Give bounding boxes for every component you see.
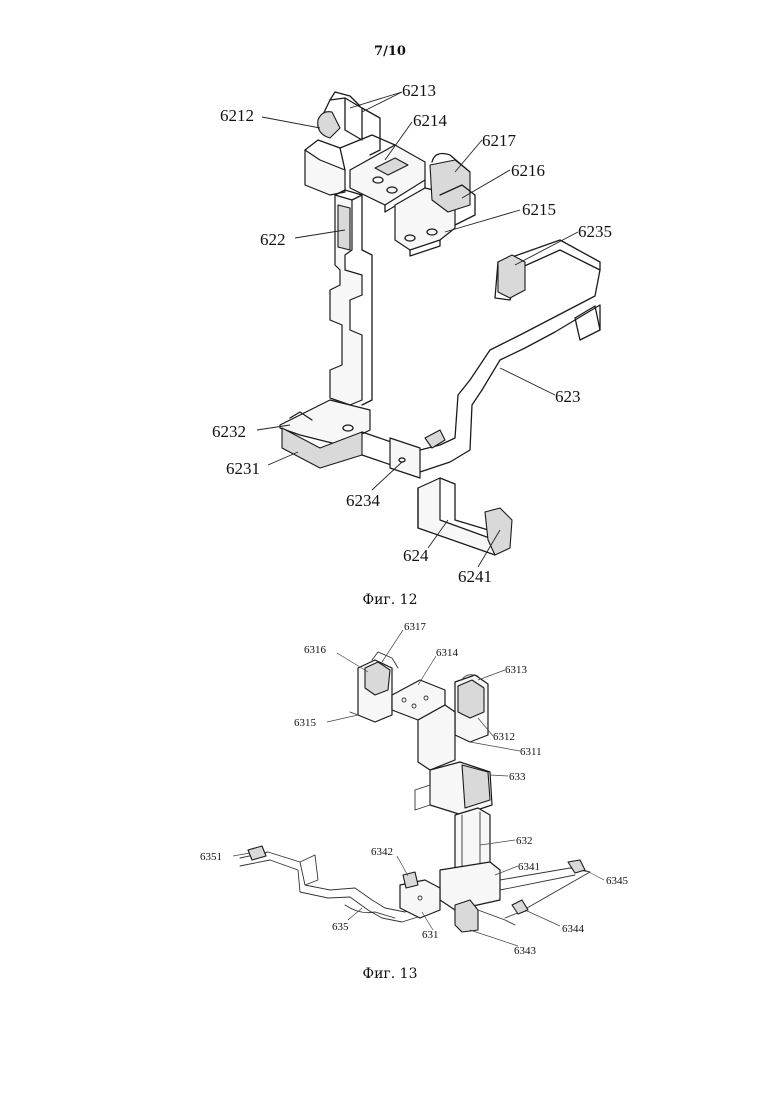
label-6212: 6212 bbox=[220, 106, 254, 125]
fig13-right-rail bbox=[500, 860, 590, 918]
fig13-lower-base bbox=[440, 862, 515, 932]
frame-rail bbox=[362, 240, 600, 472]
label-6235: 6235 bbox=[578, 222, 612, 241]
lower-clip-624 bbox=[418, 478, 512, 555]
label-6351: 6351 bbox=[200, 851, 222, 863]
label-6341: 6341 bbox=[518, 861, 540, 873]
label-6311: 6311 bbox=[520, 746, 542, 758]
label-6342: 6342 bbox=[371, 846, 393, 858]
lower-left-foot bbox=[280, 400, 370, 468]
label-624: 624 bbox=[403, 546, 429, 565]
label-6345: 6345 bbox=[606, 875, 629, 887]
label-6316: 6316 bbox=[304, 644, 327, 656]
label-6213: 6213 bbox=[402, 81, 436, 100]
label-6315: 6315 bbox=[294, 717, 317, 729]
label-6231: 6231 bbox=[226, 459, 260, 478]
vertical-arm bbox=[330, 190, 372, 405]
label-6232: 6232 bbox=[212, 422, 246, 441]
label-6234: 6234 bbox=[346, 491, 381, 510]
label-6317: 6317 bbox=[404, 621, 427, 633]
figure-13-drawing: 6317 6316 6314 6313 6315 6312 6311 633 6… bbox=[0, 610, 780, 965]
bracket-6234 bbox=[390, 430, 445, 478]
fig13-left-rail bbox=[240, 846, 440, 922]
label-633: 633 bbox=[509, 771, 526, 783]
fig13-clip-633 bbox=[415, 762, 492, 815]
label-6241: 6241 bbox=[458, 567, 492, 586]
label-6314: 6314 bbox=[436, 647, 459, 659]
label-631: 631 bbox=[422, 929, 439, 941]
label-6312: 6312 bbox=[493, 731, 515, 743]
label-622: 622 bbox=[260, 230, 286, 249]
label-6216: 6216 bbox=[511, 161, 545, 180]
label-6214: 6214 bbox=[413, 111, 448, 130]
label-632: 632 bbox=[516, 835, 533, 847]
fig13-top-left-clip bbox=[350, 652, 398, 722]
label-6217: 6217 bbox=[482, 131, 517, 150]
label-623: 623 bbox=[555, 387, 581, 406]
label-6343: 6343 bbox=[514, 945, 537, 957]
figure-12-drawing: 6212 6213 6214 6217 6216 6215 622 6235 6… bbox=[0, 0, 780, 600]
label-6344: 6344 bbox=[562, 923, 585, 935]
label-6313: 6313 bbox=[505, 664, 528, 676]
label-6215: 6215 bbox=[522, 200, 556, 219]
label-635: 635 bbox=[332, 921, 349, 933]
figure-13-caption: Фиг. 13 bbox=[0, 966, 780, 982]
figure-12-caption: Фиг. 12 bbox=[0, 592, 780, 608]
